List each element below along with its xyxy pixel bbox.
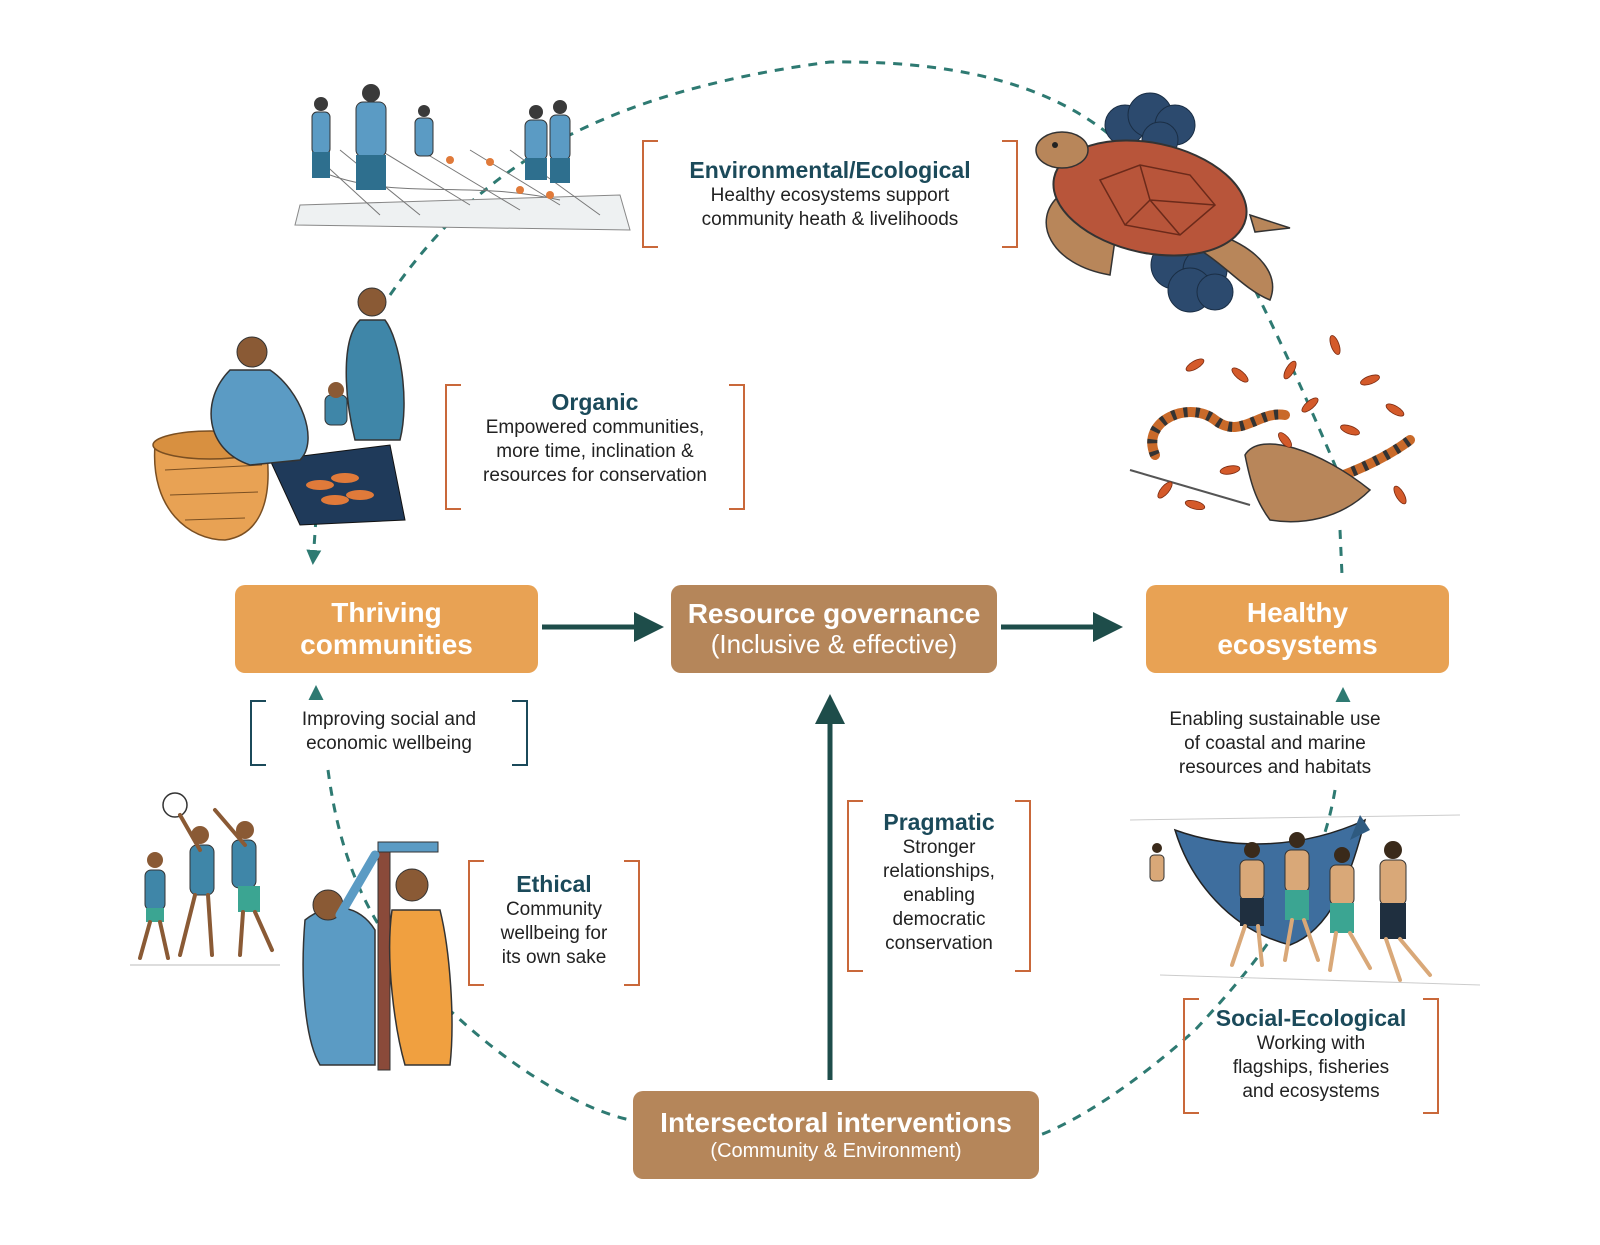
annotation-social-ecological-line: and ecosystems	[1242, 1081, 1380, 1102]
annotation-social-wellbeing-line: Improving social and	[301, 709, 477, 730]
annotation-pragmatic: Pragmatic Stronger relationships, enabli…	[847, 800, 1031, 972]
annotation-organic-title: Organic	[551, 389, 639, 415]
fish-market-illustration	[152, 287, 406, 541]
annotation-environmental-line: community heath & livelihoods	[701, 209, 959, 230]
node-governance-line2: (Inclusive & effective)	[710, 629, 958, 660]
annotation-ethical-line: its own sake	[501, 947, 607, 968]
fishers-net-illustration	[294, 84, 631, 231]
dashed-arrow-to-thriving	[306, 517, 322, 565]
annotation-environmental: Environmental/Ecological Healthy ecosyst…	[642, 140, 1018, 248]
annotation-sustainable-use-line: Enabling sustainable use	[1169, 709, 1381, 730]
annotation-organic-line: more time, inclination &	[496, 441, 694, 462]
dashed-arc-right-upper	[1253, 289, 1339, 471]
annotation-pragmatic-line: enabling	[903, 885, 975, 906]
marine-life-illustration	[1129, 335, 1415, 523]
boat-push-illustration	[1129, 814, 1481, 986]
annotation-social-ecological-line: flagships, fisheries	[1232, 1057, 1390, 1078]
node-resource-governance: Resource governance (Inclusive & effecti…	[671, 585, 997, 673]
annotation-organic: Organic Empowered communities, more time…	[445, 384, 745, 510]
annotation-social-wellbeing-line: economic wellbeing	[306, 733, 472, 754]
annotation-social-wellbeing: Improving social and economic wellbeing	[250, 700, 528, 766]
annotation-pragmatic-line: conservation	[885, 933, 993, 954]
annotation-social-ecological-line: Working with	[1256, 1033, 1366, 1054]
annotation-ethical-line: Community	[505, 899, 603, 920]
annotation-organic-line: Empowered communities,	[485, 417, 705, 438]
annotation-sustainable-use-line: resources and habitats	[1178, 757, 1372, 778]
annotation-environmental-title: Environmental/Ecological	[689, 157, 971, 183]
annotation-pragmatic-line: relationships,	[883, 861, 995, 882]
annotation-pragmatic-title: Pragmatic	[883, 809, 995, 835]
annotation-pragmatic-line: Stronger	[902, 837, 976, 858]
node-healthy-ecosystems: Healthy ecosystems	[1146, 585, 1449, 673]
annotation-sustainable-use-line: of coastal and marine	[1184, 733, 1366, 754]
dashed-arc-right-mid	[1338, 529, 1344, 576]
volleyball-illustration	[130, 792, 280, 966]
sea-turtle-illustration	[1035, 92, 1291, 313]
annotation-organic-line: resources for conservation	[483, 465, 707, 486]
node-healthy-line2: ecosystems	[1217, 629, 1378, 660]
node-governance-line1: Resource governance	[687, 597, 981, 629]
annotation-pragmatic-line: democratic	[892, 909, 986, 930]
node-thriving-communities: Thriving communities	[235, 585, 538, 673]
annotation-ethical: Ethical Community wellbeing for its own …	[468, 860, 640, 986]
annotation-ethical-title: Ethical	[516, 871, 592, 897]
node-thriving-line1: Thriving	[331, 596, 442, 628]
annotation-social-ecological-title: Social-Ecological	[1215, 1005, 1407, 1031]
node-intersectoral-interventions: Intersectoral interventions (Community &…	[633, 1091, 1039, 1179]
node-thriving-line2: communities	[300, 629, 473, 660]
annotation-environmental-line: Healthy ecosystems support	[710, 185, 950, 206]
node-interventions-line2: (Community & Environment)	[710, 1139, 962, 1162]
node-healthy-line1: Healthy	[1246, 596, 1349, 628]
annotation-social-ecological: Social-Ecological Working with flagships…	[1183, 998, 1439, 1114]
node-interventions-line1: Intersectoral interventions	[660, 1107, 1012, 1139]
annotation-ethical-line: wellbeing for	[500, 923, 608, 944]
annotation-sustainable-use: Enabling sustainable use of coastal and …	[1135, 708, 1415, 784]
height-measurement-illustration	[302, 841, 453, 1071]
